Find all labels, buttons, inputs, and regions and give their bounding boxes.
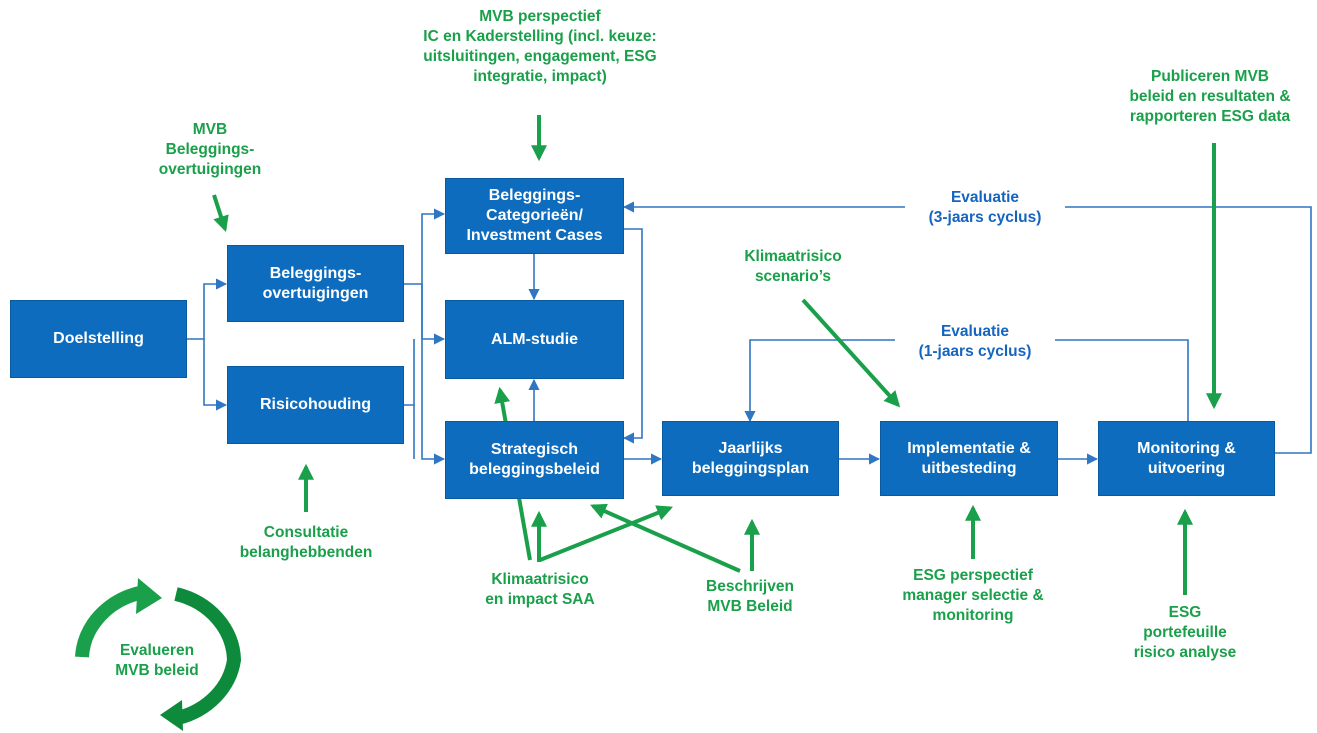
note-consultatie-line-2: belanghebbenden [239,544,373,561]
note-klimaat-scenarios-line-2: scenario’s [754,268,832,285]
connector-overtuigingen-to-categorieen [404,208,446,285]
note-klimaatrisico-scenarios: Klimaatrisico scenario’s [718,247,868,287]
green-arrow-saa-to-jaarlijks [539,505,673,562]
box-doelstelling-line-1: Doelstelling [53,330,144,347]
eval-1-jaars-line-2: (1-jaars cyclus) [918,343,1032,360]
note-mvb-perspectief-line-4: integratie, impact) [473,68,607,85]
note-esg-portefeuille-line-2: portefeuille [1143,624,1227,641]
note-klimaat-saa-line-2: en impact SAA [485,591,595,608]
cycle-label-line-2: MVB beleid [115,662,199,679]
box-alm-studie: ALM-studie [445,300,624,379]
note-esg-portefeuille-line-3: risico analyse [1133,644,1237,661]
box-alm-line-1: ALM-studie [490,330,579,348]
note-consultatie: Consultatie belanghebbenden [226,523,386,563]
note-esg-portefeuille: ESG portefeuille risico analyse [1115,603,1255,663]
note-esg-perspectief-line-1: ESG perspectief [913,567,1033,584]
box-beleggingscategorieen: Beleggings- Categorieën/ Investment Case… [445,178,624,254]
box-monitoring-line-2: uitvoering [1147,459,1226,477]
box-strategisch-line-2: beleggingsbeleid [469,461,600,478]
note-mvb-perspectief: MVB perspectief IC en Kaderstelling (inc… [375,7,705,87]
note-klimaat-scenarios-line-1: Klimaatrisico [744,248,842,265]
box-overtuigingen-line-2: overtuigingen [262,284,369,302]
box-doelstelling: Doelstelling [10,300,187,378]
eval-1-jaars: Evaluatie (1-jaars cyclus) [895,322,1055,362]
cycle-label-line-1: Evalueren [119,642,195,659]
box-jaarlijks-line-1: Jaarlijks [718,439,783,457]
box-risicohouding-line-1: Risicohouding [259,396,372,413]
note-beschrijven: Beschrijven MVB Beleid [675,577,825,617]
note-publiceren: Publiceren MVB beleid en resultaten & ra… [1105,67,1315,127]
connector-categorieen-to-strategisch [622,228,643,444]
note-mvb-perspectief-line-1: MVB perspectief [479,8,601,25]
note-mvb-overtuigingen-line-3: overtuigingen [158,161,262,178]
connector-risico-to-alm [404,339,415,406]
eval-3-jaars: Evaluatie (3-jaars cyclus) [905,188,1065,228]
note-mvb-overtuigingen-line-2: Beleggings- [165,141,255,158]
box-strategisch-line-1: Strategisch [490,441,579,458]
note-consultatie-line-1: Consultatie [263,524,349,541]
note-esg-perspectief-line-2: manager selectie & [902,587,1044,604]
green-arrow-beschrijven-to-strategisch [590,503,741,573]
cycle-arrows-icon [75,578,242,731]
note-publiceren-line-3: rapporteren ESG data [1129,108,1291,125]
note-publiceren-line-1: Publiceren MVB [1151,68,1269,85]
note-klimaatrisico-saa: Klimaatrisico en impact SAA [460,570,620,610]
box-overtuigingen-line-1: Beleggings- [269,264,362,282]
eval-3-jaars-line-2: (3-jaars cyclus) [928,209,1042,226]
box-jaarlijks-beleggingsplan: Jaarlijks beleggingsplan [662,421,839,496]
note-mvb-perspectief-line-2: IC en Kaderstelling (incl. keuze: [423,28,657,45]
note-mvb-beleggingsovertuigingen: MVB Beleggings- overtuigingen [140,120,280,180]
box-implementatie-uitbesteding: Implementatie & uitbesteding [880,421,1058,496]
green-arrow-klimaat-scenarios [801,298,901,408]
box-strategisch-beleggingsbeleid: Strategisch beleggingsbeleid [445,421,624,499]
box-categorieen-line-2: Categorieën/ [486,207,583,224]
note-beschrijven-line-1: Beschrijven [706,578,794,595]
box-risicohouding: Risicohouding [227,366,404,444]
note-klimaat-saa-line-1: Klimaatrisico [491,571,589,588]
connector-doel-to-risicohouding [203,339,228,411]
note-esg-perspectief-line-3: monitoring [932,607,1014,624]
note-beschrijven-line-2: MVB Beleid [707,598,793,615]
note-esg-perspectief: ESG perspectief manager selectie & monit… [888,566,1058,626]
note-publiceren-line-2: beleid en resultaten & [1129,88,1291,105]
box-beleggingsovertuigingen: Beleggings- overtuigingen [227,245,404,322]
green-arrow-mvb-overtuigingen [212,194,229,233]
note-mvb-perspectief-line-3: uitsluitingen, engagement, ESG [423,48,657,65]
cycle-label: Evalueren MVB beleid [92,641,222,681]
box-categorieen-line-3: Investment Cases [466,227,603,244]
box-monitoring-line-1: Monitoring & [1137,439,1236,457]
box-monitoring-uitvoering: Monitoring & uitvoering [1098,421,1275,496]
eval-3-jaars-line-1: Evaluatie [950,189,1020,206]
box-implementatie-line-2: uitbesteding [921,459,1017,477]
connector-doel-to-overtuigingen [187,278,228,340]
box-implementatie-line-1: Implementatie & [907,439,1031,457]
note-esg-portefeuille-line-1: ESG [1168,604,1202,621]
connector-overtuigingen-to-alm [421,284,446,345]
eval-1-jaars-line-1: Evaluatie [940,323,1010,340]
box-jaarlijks-line-2: beleggingsplan [691,459,810,477]
connector-overtuigingen-to-strategisch [421,284,446,465]
note-mvb-overtuigingen-line-1: MVB [192,121,228,138]
box-categorieen-line-1: Beleggings- [488,187,581,204]
